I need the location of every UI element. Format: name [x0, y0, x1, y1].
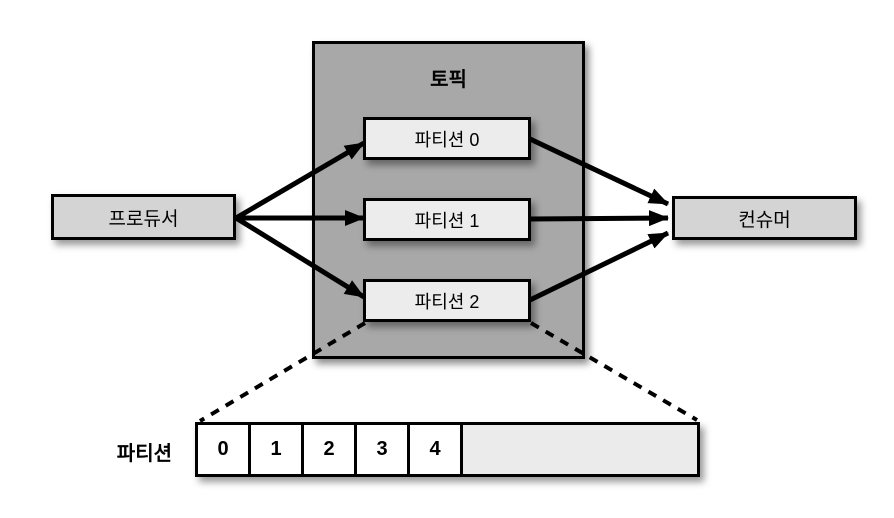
- producer-box: 프로듀서: [51, 194, 236, 240]
- log-cell-3: 3: [357, 425, 410, 474]
- partition-1-box: 파티션 1: [363, 198, 531, 241]
- partition-log-row: 0 1 2 3 4: [195, 422, 700, 477]
- consumer-box: 컨슈머: [672, 196, 857, 240]
- partition-2-box: 파티션 2: [363, 279, 531, 322]
- topic-title: 토픽: [430, 69, 467, 91]
- log-cell-empty: [463, 425, 697, 474]
- log-cell-1: 1: [251, 425, 304, 474]
- log-cell-0: 0: [198, 425, 251, 474]
- log-cell-4: 4: [410, 425, 463, 474]
- partition-log-label: 파티션: [116, 443, 172, 465]
- log-cell-2: 2: [304, 425, 357, 474]
- partition-0-box: 파티션 0: [363, 117, 531, 160]
